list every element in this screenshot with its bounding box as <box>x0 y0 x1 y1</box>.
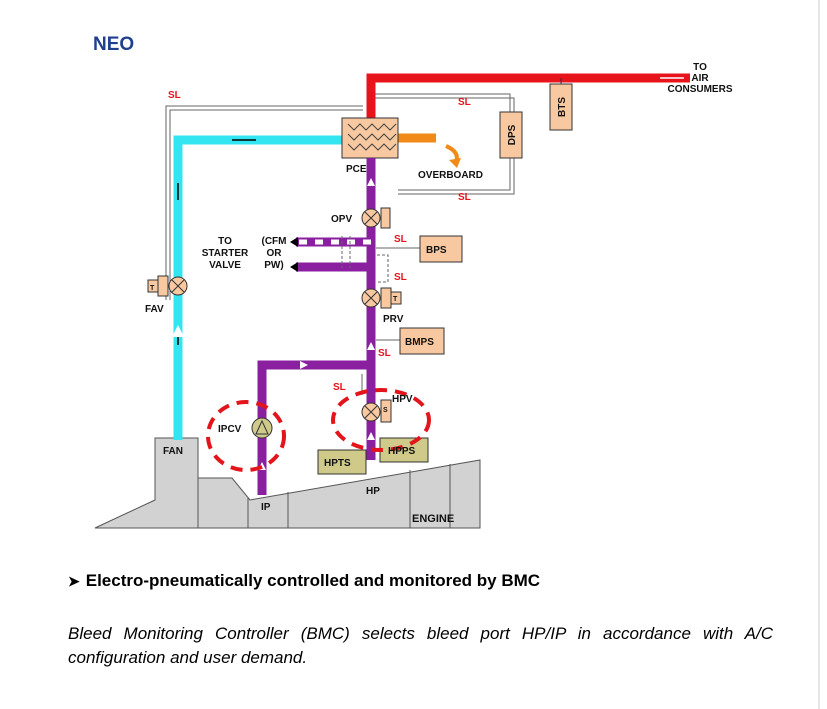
fav-actuator <box>157 275 169 297</box>
page-title: NEO <box>93 34 135 55</box>
fav-t-label: T <box>150 285 155 292</box>
sense-line <box>169 109 363 300</box>
to-air-consumers-line3: CONSUMERS <box>667 84 732 95</box>
hpps-label: HPPS <box>388 446 416 457</box>
hpv-s-label: S <box>383 407 388 414</box>
pce-label: PCE <box>346 164 367 175</box>
fan-label: FAN <box>163 446 183 457</box>
flow-arrow <box>300 361 308 369</box>
pce-matrix <box>347 123 397 151</box>
cfm-or-pw-line3: PW) <box>264 260 283 271</box>
overboard-arrow-head <box>449 158 461 168</box>
sense-line <box>165 105 363 300</box>
sl-label: SL <box>458 97 471 108</box>
starter-arrow <box>290 262 298 272</box>
ip-label: IP <box>261 502 271 513</box>
overboard-label: OVERBOARD <box>418 170 483 181</box>
bullet-text: Electro-pneumatically controlled and mon… <box>85 571 541 590</box>
to-air-consumers-line1: TO <box>693 62 707 73</box>
prv-actuator <box>380 287 392 309</box>
bts-label: BTS <box>557 97 568 117</box>
hpts-label: HPTS <box>324 458 351 469</box>
bullet-arrow-icon: ➤ <box>68 573 80 589</box>
to-air-consumers-line2: AIR <box>691 73 709 84</box>
to-starter-valve-line3: VALVE <box>209 260 241 271</box>
ip-highlight-circle <box>206 400 286 472</box>
ipcv-label: IPCV <box>218 424 242 435</box>
hot-air-duct <box>366 73 690 120</box>
hp-highlight-circle <box>331 388 431 452</box>
dps-box <box>499 111 523 159</box>
bps-label: BPS <box>426 245 447 256</box>
bullet-heading: ➤ Electro-pneumatically controlled and mo… <box>68 571 540 591</box>
starter-arrow <box>290 237 298 247</box>
opv-label: OPV <box>331 214 352 225</box>
sl-label: SL <box>394 272 407 283</box>
hpv-actuator <box>380 399 392 423</box>
prv-t-box <box>390 291 402 305</box>
flow-arrow <box>367 432 375 440</box>
prv-label: PRV <box>383 314 404 325</box>
sl-label: SL <box>378 348 391 359</box>
page-edge-rule <box>818 0 820 709</box>
prv-valve-cross <box>364 291 378 305</box>
sl-label: SL <box>394 234 407 245</box>
fav-valve-cross <box>171 279 185 293</box>
hpv-label: HPV <box>392 394 413 405</box>
description-text: Bleed Monitoring Controller (BMC) select… <box>68 624 773 667</box>
hp-label: HP <box>366 486 380 497</box>
bmps-box <box>399 327 445 355</box>
flow-arrow <box>367 342 375 350</box>
sl-label: SL <box>333 382 346 393</box>
flow-arrow <box>367 178 375 186</box>
ip-bleed-duct <box>257 360 371 495</box>
prv-t-label: T <box>393 296 398 303</box>
ipcv-check-symbol <box>255 419 269 435</box>
opv-actuator <box>380 207 391 229</box>
engine-label: ENGINE <box>412 513 454 525</box>
sl-label: SL <box>168 90 181 101</box>
sense-line <box>377 254 389 283</box>
engine-body <box>94 437 481 529</box>
bleed-system-diagram: TO AIR CONSUMERS SL SL SL SL SL SL SL PC… <box>94 62 733 529</box>
bmps-label: BMPS <box>405 337 434 348</box>
fav-t-box <box>147 279 159 293</box>
to-starter-valve-line2: STARTER <box>202 248 249 259</box>
to-starter-valve-line1: TO <box>218 236 232 247</box>
pce-box <box>341 117 399 159</box>
opv-valve-cross <box>364 211 378 225</box>
sl-label: SL <box>458 192 471 203</box>
dps-label: DPS <box>507 124 518 145</box>
cfm-or-pw-line2: OR <box>267 248 283 259</box>
hpv-valve-cross <box>364 405 378 419</box>
fav-label: FAV <box>145 304 164 315</box>
hpts-box <box>317 449 367 475</box>
cfm-or-pw-line1: (CFM <box>262 236 287 247</box>
bps-box <box>419 235 463 263</box>
